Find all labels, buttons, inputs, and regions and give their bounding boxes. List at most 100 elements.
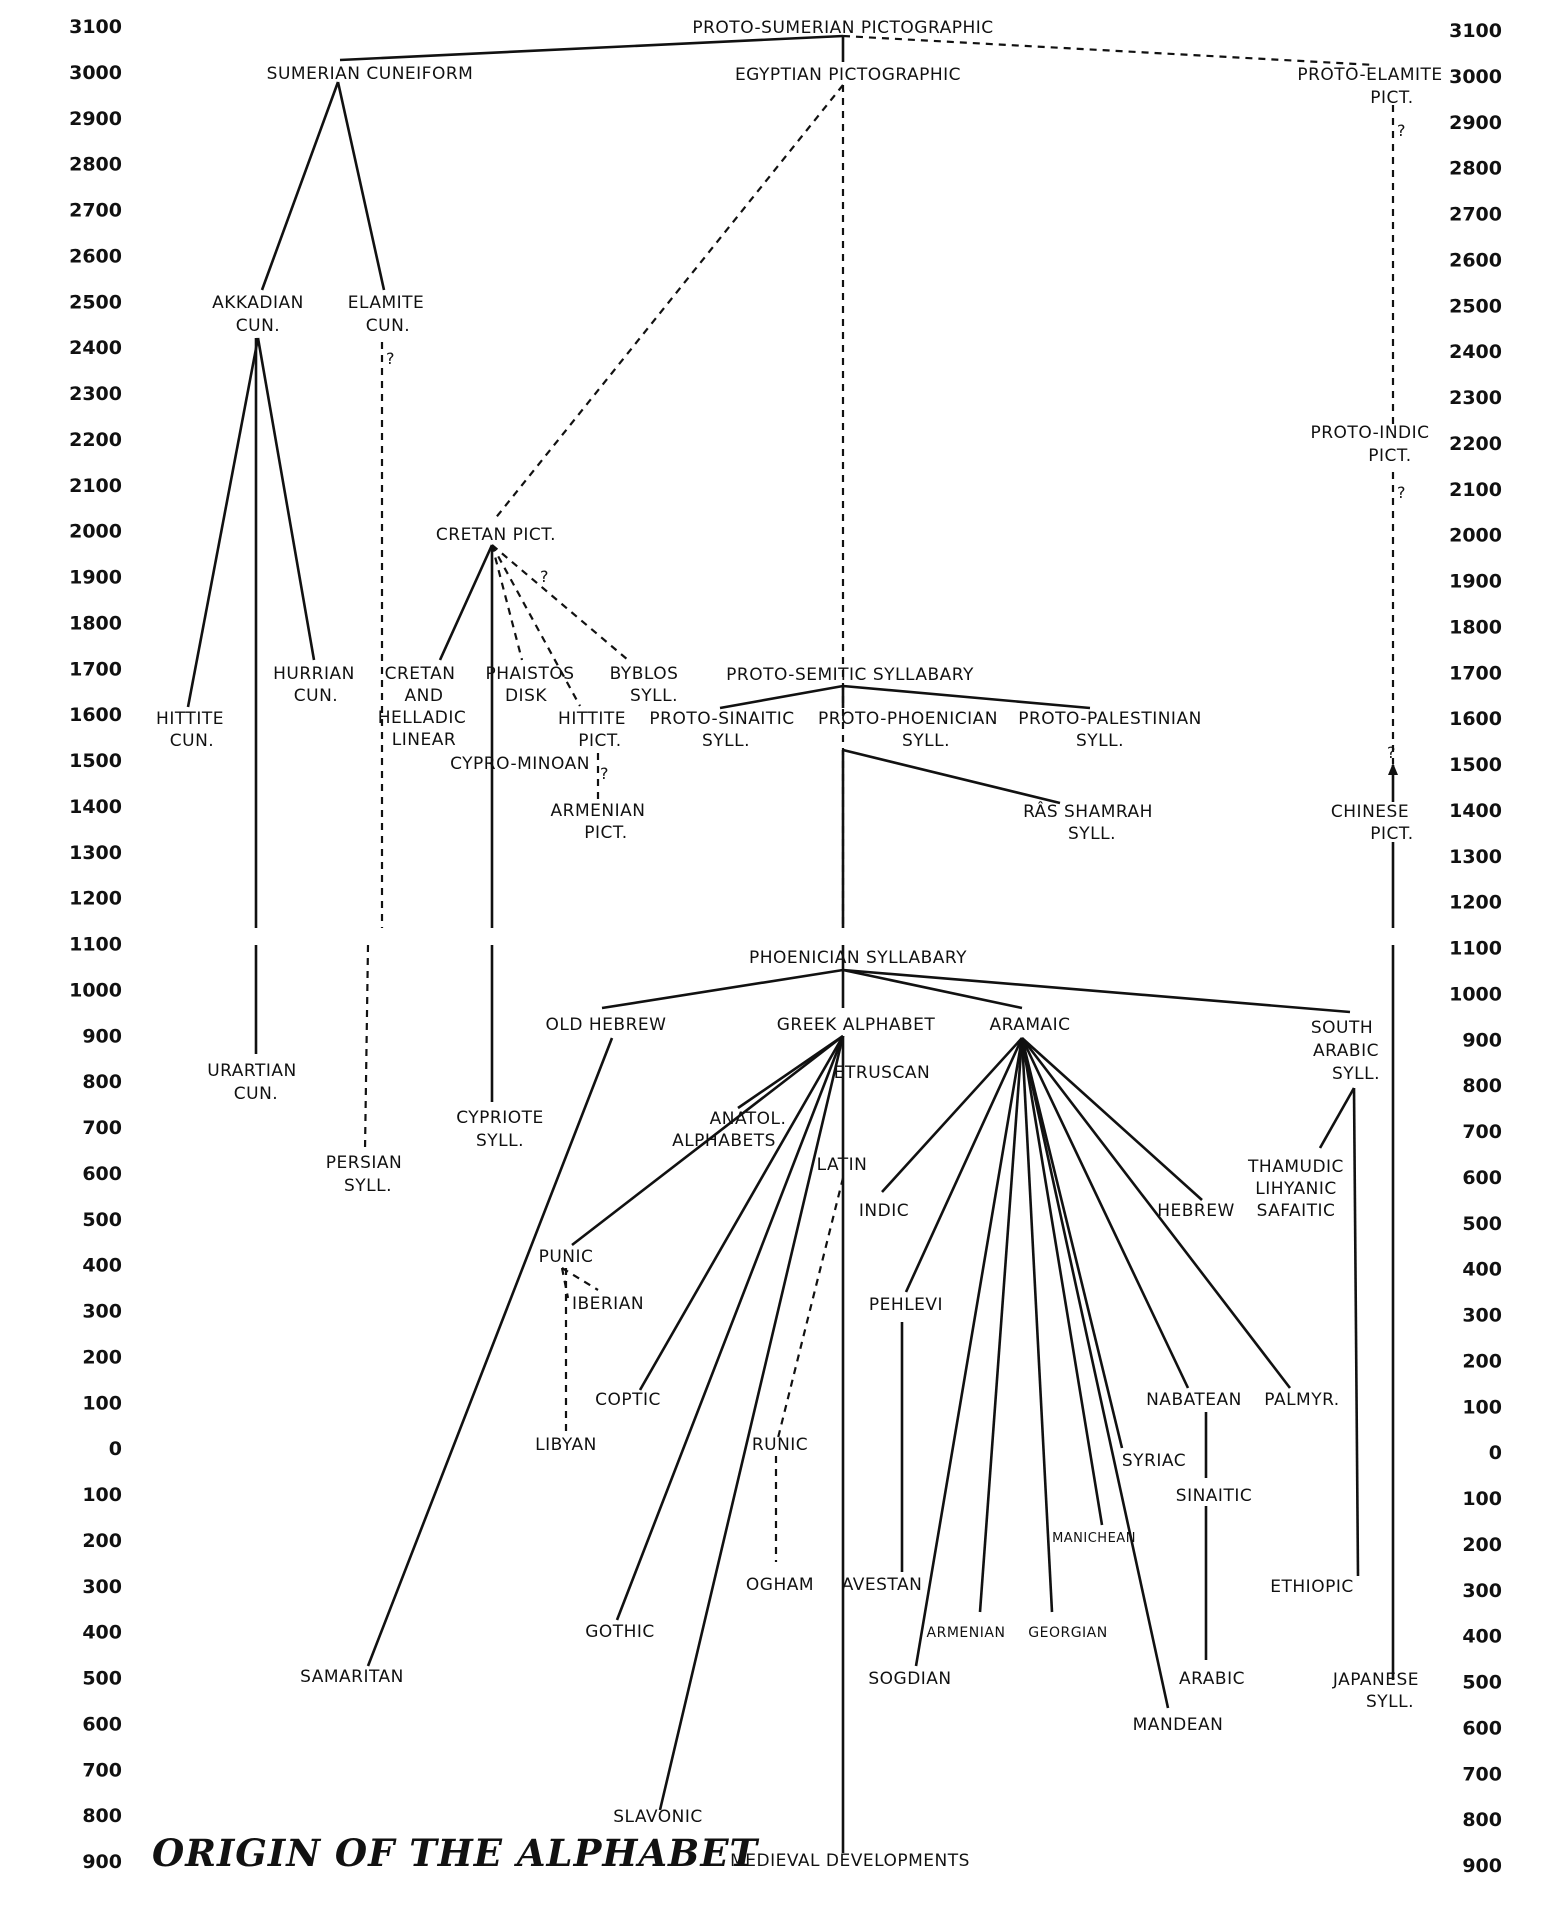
axis-tick-right: 800 [1462,1809,1502,1831]
axis-tick-right: 400 [1462,1259,1502,1281]
node-proto-palestinian-syll: SYLL. [1076,731,1124,751]
node-cretan-linear-4: LINEAR [392,730,456,750]
axis-tick-right: 2000 [1449,525,1502,547]
node-cretan-linear-3: HELLADIC [378,708,466,728]
axis-tick-right: 1100 [1449,938,1502,960]
node-phaistos-disk: DISK [505,686,547,706]
node-cypro-minoan: CYPRO-MINOAN [450,754,590,774]
node-coptic: COPTIC [595,1390,661,1410]
node-elamite-cun: CUN. [366,316,410,336]
node-anatol: ANATOL. [710,1109,787,1129]
axis-tick-left: 2000 [69,521,122,543]
node-manichean: MANICHEAN [1052,1531,1136,1546]
node-syriac: SYRIAC [1122,1451,1186,1471]
node-egyptian-pict: EGYPTIAN PICTOGRAPHIC [735,65,961,85]
node-japanese-syll: SYLL. [1366,1692,1414,1712]
edges [186,34,1395,1853]
axis-tick-left: 400 [82,1255,122,1277]
edge-aramaic-mandean [1020,1037,1170,1709]
edge-cretan-byblos [491,544,629,661]
node-proto-elamite-pict: PICT. [1370,88,1413,108]
node-libyan: LIBYAN [535,1435,597,1455]
node-etruscan: ETRUSCAN [834,1063,930,1083]
axis-tick-right: 200 [1462,1534,1502,1556]
edge-akkadian-hittite-cun [186,337,260,708]
node-phoenician: PHOENICIAN SYLLABARY [749,948,967,968]
node-hittite-cun: HITTITE [156,709,224,729]
node-greek: GREEK ALPHABET [777,1015,936,1035]
node-indic: INDIC [859,1201,909,1221]
axis-tick-right: 500 [1462,1672,1502,1694]
axis-tick-left: 1800 [69,612,122,634]
node-armenian-pict-2: PICT. [584,823,627,843]
node-hittite-cun-2: CUN. [170,731,214,751]
edge-aramaic-manichean [1020,1037,1104,1526]
axis-tick-right: 1200 [1449,892,1502,914]
axis-tick-left: 1700 [69,658,122,680]
axis-tick-left: 2500 [69,291,122,313]
axis-tick-left: 300 [82,1576,122,1598]
node-iberian: IBERIAN [572,1294,644,1314]
question-mark-elamite: ? [386,349,395,368]
axis-tick-right: 100 [1462,1488,1502,1510]
node-runic: RUNIC [752,1435,808,1455]
edge-cretan-hittite-pict [491,544,581,707]
node-persian-syll: SYLL. [344,1176,392,1196]
edge-aramaic-syriac [1020,1037,1124,1449]
edge-elamite-persian-b [363,944,370,1151]
edge-cretan-phaistos [490,544,524,661]
axis-tick-right: 1700 [1449,662,1502,684]
edge-aramaic-sogdian [914,1037,1024,1667]
edge-aramaic-indic [881,1037,1023,1193]
axis-tick-right: 2800 [1449,158,1502,180]
axis-tick-right: 2600 [1449,249,1502,271]
axis-tick-left: 1400 [69,796,122,818]
edge-aramaic-nabatean [1020,1037,1190,1389]
axis-tick-left: 400 [82,1622,122,1644]
axis-tick-right: 900 [1462,1855,1502,1877]
node-south-arabic: SOUTH [1311,1018,1373,1038]
node-urartian: URARTIAN [207,1061,297,1081]
axis-tick-right: 600 [1462,1167,1502,1189]
axis-tick-right: 1300 [1449,846,1502,868]
node-cypriote: CYPRIOTE [456,1108,544,1128]
axis-tick-right: 1800 [1449,616,1502,638]
edge-phoenician-old-hebrew [601,968,844,1010]
axis-tick-left: 3100 [69,16,122,38]
node-proto-elamite: PROTO-ELAMITE [1297,65,1442,85]
axis-tick-left: 1200 [69,888,122,910]
edge-greek-slavonic [658,1035,845,1811]
axis-tick-right: 1500 [1449,754,1502,776]
edge-cretan-linear [438,544,494,661]
node-cretan-linear-1: CRETAN [385,664,456,684]
axis-tick-right: 200 [1462,1350,1502,1372]
edge-akkadian-hurrian [256,337,316,661]
axis-tick-left: 1000 [69,979,122,1001]
axis-tick-left: 2400 [69,337,122,359]
node-chinese: CHINESE [1331,802,1409,822]
edge-semitic-sinaitic [719,684,844,710]
node-proto-sumerian: PROTO-SUMERIAN PICTOGRAPHIC [692,18,993,38]
node-sinaitic: SINAITIC [1176,1486,1252,1506]
axis-tick-left: 600 [82,1713,122,1735]
node-georgian: GEORGIAN [1028,1625,1107,1641]
node-ogham: OGHAM [746,1575,814,1595]
question-marks: ? ? ? ? ? ? [386,121,1406,783]
node-proto-indic-pict: PICT. [1368,446,1411,466]
node-old-hebrew: OLD HEBREW [546,1015,667,1035]
node-mandean: MANDEAN [1133,1715,1224,1735]
axis-tick-left: 800 [82,1805,122,1827]
axis-tick-left: 2300 [69,383,122,405]
axis-tick-left: 100 [82,1484,122,1506]
edge-phoenician-south-arabic [842,968,1351,1014]
edge-sumerian-elamite [336,81,386,291]
edge-aramaic-pehlevi [904,1037,1024,1293]
axis-tick-left: 2200 [69,429,122,451]
axis-tick-left: 500 [82,1668,122,1690]
axis-tick-left: 2800 [69,154,122,176]
axis-tick-right: 2300 [1449,387,1502,409]
node-phaistos: PHAISTOS [485,664,574,684]
axis-tick-right: 700 [1462,1763,1502,1785]
node-hittite-pict-2: PICT. [578,731,621,751]
node-urartian-cun: CUN. [234,1084,278,1104]
